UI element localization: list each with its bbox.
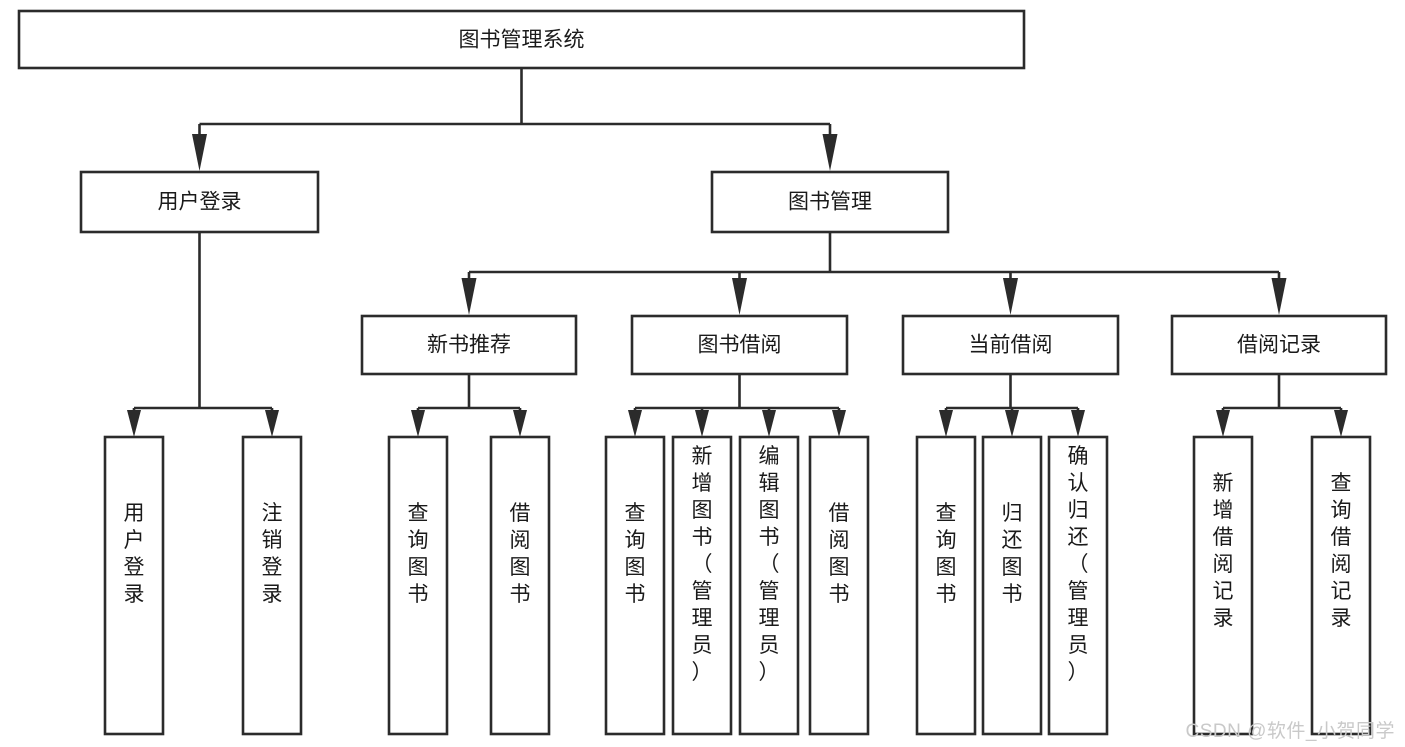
node-leaf-query-book-2-box xyxy=(604,435,666,736)
node-leaf-return-book-label: 归还图书 xyxy=(1002,502,1023,606)
connector-group-borrow-record xyxy=(1216,374,1348,437)
arrow-head-leaf-query-record xyxy=(1334,410,1348,437)
node-leaf-edit-book-label: 编辑图书（管理员） xyxy=(759,445,780,684)
node-root-label: 图书管理系统 xyxy=(459,29,585,52)
node-book-borrow-label: 图书借阅 xyxy=(698,334,782,357)
node-leaf-query-book-1-label: 查询图书 xyxy=(408,502,429,606)
arrow-head-book-manage xyxy=(822,134,838,171)
arrow-head-leaf-edit-book xyxy=(762,410,776,437)
node-leaf-add-record[interactable]: 新增借阅记录 xyxy=(1192,435,1254,736)
node-book-borrow[interactable]: 图书借阅 xyxy=(630,314,849,376)
node-borrow-record-box xyxy=(1170,314,1388,376)
node-leaf-query-book-3-label: 查询图书 xyxy=(936,502,957,606)
arrow-head-borrow-record xyxy=(1271,278,1287,315)
node-book-manage[interactable]: 图书管理 xyxy=(710,170,950,234)
node-leaf-edit-book-box xyxy=(738,435,800,736)
node-leaf-query-record[interactable]: 查询借阅记录 xyxy=(1310,435,1372,736)
node-root[interactable]: 图书管理系统 xyxy=(17,9,1026,70)
csdn-watermark: CSDN @软件_小贺同学 xyxy=(1185,721,1395,742)
node-leaf-user-logout-box xyxy=(241,435,303,736)
node-current-borrow-label: 当前借阅 xyxy=(969,334,1053,357)
node-leaf-add-record-label: 新增借阅记录 xyxy=(1213,472,1234,630)
node-book-borrow-box xyxy=(630,314,849,376)
node-leaf-query-book-3[interactable]: 查询图书 xyxy=(915,435,977,736)
node-new-book-recommend[interactable]: 新书推荐 xyxy=(360,314,578,376)
arrow-head-book-borrow xyxy=(732,278,747,315)
node-leaf-borrow-book-2-box xyxy=(808,435,870,736)
arrow-head-leaf-borrow-book-2 xyxy=(832,410,846,437)
connector-group-current-borrow xyxy=(939,374,1085,437)
arrow-head-new-book-recommend xyxy=(461,278,477,315)
node-user-login[interactable]: 用户登录 xyxy=(79,170,320,234)
connector-group-book-borrow xyxy=(628,374,846,437)
node-leaf-borrow-book-1-box xyxy=(489,435,551,736)
node-leaf-query-book-2[interactable]: 查询图书 xyxy=(604,435,666,736)
arrow-head-user-login xyxy=(192,134,207,171)
node-leaf-confirm-return[interactable]: 确认归还（管理员） xyxy=(1047,435,1109,736)
arrow-head-leaf-query-book-1 xyxy=(411,410,425,437)
node-leaf-return-book-box xyxy=(981,435,1043,736)
node-leaf-add-book-box xyxy=(671,435,733,736)
arrow-head-leaf-query-book-3 xyxy=(939,410,953,437)
arrow-head-leaf-user-login xyxy=(127,410,141,437)
node-leaf-query-record-box xyxy=(1310,435,1372,736)
node-leaf-query-book-2-label: 查询图书 xyxy=(625,502,646,606)
arrow-head-leaf-confirm-return xyxy=(1071,410,1085,437)
node-leaf-add-record-box xyxy=(1192,435,1254,736)
node-leaf-confirm-return-label: 确认归还（管理员） xyxy=(1068,445,1089,684)
arrow-head-leaf-add-record xyxy=(1216,410,1230,437)
node-leaf-user-logout-label: 注销登录 xyxy=(262,502,283,606)
arrow-head-leaf-borrow-book-1 xyxy=(513,410,527,437)
node-new-book-recommend-label: 新书推荐 xyxy=(427,334,511,357)
node-leaf-confirm-return-box xyxy=(1047,435,1109,736)
node-book-manage-label: 图书管理 xyxy=(788,191,872,214)
node-leaf-user-login[interactable]: 用户登录 xyxy=(103,435,165,736)
node-leaf-edit-book[interactable]: 编辑图书（管理员） xyxy=(738,435,800,736)
node-root-box xyxy=(17,9,1026,70)
node-new-book-recommend-box xyxy=(360,314,578,376)
node-leaf-borrow-book-1-label: 借阅图书 xyxy=(510,502,531,606)
node-leaf-borrow-book-2[interactable]: 借阅图书 xyxy=(808,435,870,736)
node-leaf-query-book-1-box xyxy=(387,435,449,736)
arrow-head-leaf-add-book xyxy=(695,410,709,437)
node-current-borrow-box xyxy=(901,314,1120,376)
connector-group-user-login xyxy=(127,232,279,437)
node-leaf-add-book-label: 新增图书（管理员） xyxy=(692,445,713,684)
node-leaf-query-record-label: 查询借阅记录 xyxy=(1331,472,1352,630)
node-leaf-borrow-book-1[interactable]: 借阅图书 xyxy=(489,435,551,736)
arrow-head-current-borrow xyxy=(1003,278,1018,315)
node-current-borrow[interactable]: 当前借阅 xyxy=(901,314,1120,376)
node-leaf-user-login-label: 用户登录 xyxy=(124,502,145,606)
node-borrow-record[interactable]: 借阅记录 xyxy=(1170,314,1388,376)
node-borrow-record-label: 借阅记录 xyxy=(1237,334,1321,357)
connector-group-book-manage xyxy=(461,232,1287,315)
arrow-head-leaf-return-book xyxy=(1005,410,1019,437)
node-user-login-label: 用户登录 xyxy=(158,191,242,214)
node-user-login-box xyxy=(79,170,320,234)
arrow-head-leaf-user-logout xyxy=(265,410,279,437)
node-leaf-user-login-box xyxy=(103,435,165,736)
connector-group-new-book-recommend xyxy=(411,374,527,437)
node-leaf-query-book-1[interactable]: 查询图书 xyxy=(387,435,449,736)
node-leaf-add-book[interactable]: 新增图书（管理员） xyxy=(671,435,733,736)
connector-group-root xyxy=(192,68,838,171)
arrow-head-leaf-query-book-2 xyxy=(628,410,642,437)
node-leaf-user-logout[interactable]: 注销登录 xyxy=(241,435,303,736)
node-leaf-query-book-3-box xyxy=(915,435,977,736)
node-book-manage-box xyxy=(710,170,950,234)
node-leaf-borrow-book-2-label: 借阅图书 xyxy=(829,502,850,606)
node-leaf-return-book[interactable]: 归还图书 xyxy=(981,435,1043,736)
